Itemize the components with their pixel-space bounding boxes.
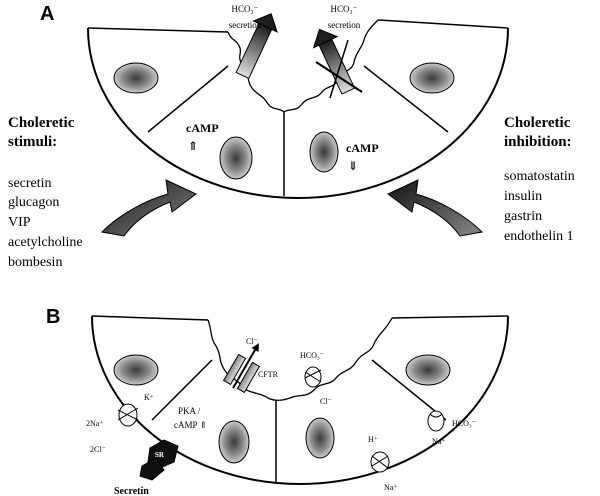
panel-b-nucleus-center-left [218,420,250,464]
inhibition-title-line2: inhibition: [504,134,572,150]
camp-up-arrow: ⇑ [188,139,198,153]
na-hco3-na-label: Na⁺ [432,437,446,446]
inhibition-item: gastrin [504,209,542,224]
cftr-cl-label: Cl⁻ [246,337,258,346]
nkcc-2na-label: 2Na⁺ [86,419,104,428]
panel-b-nucleus-center-right [305,417,335,459]
panel-b-basolateral-membrane [91,315,509,485]
secretion-right-line1: HCO₃⁻ [331,4,358,14]
inhibition-title-line1: Choleretic [504,115,571,131]
curved-arrow-inhibition [387,179,484,237]
panel-b-top-edge-left [91,315,209,321]
panel-a-label: A [40,3,54,25]
na-h-h-label: H⁺ [368,435,378,444]
panel-a-top-edge-right [377,19,509,29]
panel-b-junction-1 [151,359,213,421]
cftr-label: CFTR [258,370,279,379]
secretin-receptor-label: SR [155,451,165,459]
pka-label-line1: PKA / [178,406,201,416]
panel-a-nucleus-center-right [309,131,339,173]
panel-b-junction-3 [371,359,447,421]
stimuli-item: glucagon [8,195,59,210]
pka-label-line2: cAMP ⇑ [174,420,207,430]
panel-a-nucleus-center-left [219,136,253,180]
stimuli-item: bombesin [8,255,62,270]
exchanger-hco3-label: HCO₃⁻ [300,351,324,360]
panel-a: A HCO₃⁻ secretion HCO₃ [8,3,575,270]
curved-arrow-stimuli [100,179,197,237]
panel-a-nucleus-left [113,62,159,94]
stimuli-title-line1: Choleretic [8,115,75,131]
panel-a-top-edge-left [87,27,229,33]
nkcc-k-label: K⁺ [144,393,154,402]
panel-a-basolateral-membrane [87,27,509,199]
camp-down-label: cAMP [346,141,379,155]
na-h-exchanger [370,451,390,473]
panel-a-nucleus-right [409,62,455,94]
cl-hco3-exchanger [304,366,322,388]
secretin-label: Secretin [114,486,149,496]
panel-b-label: B [46,306,60,328]
stimuli-item: acetylcholine [8,235,83,250]
secretin-receptor [139,439,179,481]
camp-down-arrow: ⇓ [348,159,358,173]
inhibition-item: endothelin 1 [504,229,574,244]
camp-up-label: cAMP [186,121,219,135]
cftr-channel [222,343,261,394]
secretion-left-line2: secretion [229,20,262,30]
panel-b-top-edge-right [391,315,509,319]
na-h-na-label: Na⁺ [384,483,398,492]
secretion-right-line2: secretion [328,20,361,30]
secretion-left-line1: HCO₃⁻ [232,4,259,14]
panel-b: B Cl⁻ CFTR [46,306,509,496]
na-hco3-hco3-label: HCO₃⁻ [452,419,476,428]
panel-b-nucleus-left [113,354,159,386]
stimuli-item: VIP [8,215,31,230]
panel-a-inhibition-cross [315,39,363,99]
stimuli-item: secretin [8,176,52,191]
panel-a-junction-3 [363,65,449,133]
exchanger-cl-label: Cl⁻ [320,397,332,406]
nkcc-2cl-label: 2Cl⁻ [90,445,106,454]
panel-b-apical-membrane [207,317,393,401]
panel-a-junction-1 [147,65,229,133]
panel-a-secretion-arrow-left [235,13,278,80]
nkcc-cotransporter [117,403,139,427]
inhibition-item: insulin [504,189,542,204]
na-hco3-cotransporter [427,410,445,432]
inhibition-item: somatostatin [504,169,575,184]
panel-b-nucleus-right [405,354,451,386]
stimuli-title-line2: stimuli: [8,134,57,150]
